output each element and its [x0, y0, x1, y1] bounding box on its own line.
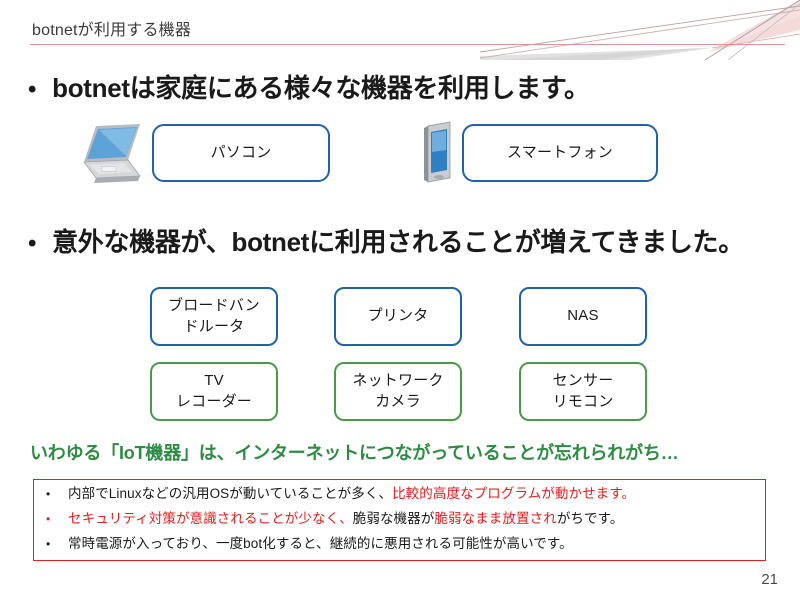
label-line-1: ブロードバン: [168, 297, 260, 315]
label-line-2: カメラ: [375, 392, 421, 410]
laptop-icon: [83, 124, 141, 183]
note-row: • 内部でLinuxなどの汎用OSが動いていることが多く、比較的高度なプログラム…: [34, 486, 765, 512]
note-segment: がちです。: [556, 511, 624, 526]
note-segment: 常時電源が入っており、一度bot化すると、継続的に悪用される可能性が高いです。: [68, 536, 573, 551]
bullet-marker-icon: •: [28, 230, 37, 257]
device-box-tv-recorder[interactable]: TV レコーダー: [150, 362, 278, 421]
device-box-network-camera-label: ネットワーク カメラ: [352, 371, 443, 412]
smartphone-icon: [424, 121, 451, 183]
label-line-2: リモコン: [552, 392, 614, 410]
label-line-2: ドルータ: [183, 317, 245, 335]
device-box-smartphone[interactable]: スマートフォン: [462, 124, 658, 182]
note-row: • 常時電源が入っており、一度bot化すると、継続的に悪用される可能性が高いです…: [34, 536, 765, 562]
note-row-text: 内部でLinuxなどの汎用OSが動いていることが多く、比較的高度なプログラムが動…: [68, 486, 636, 501]
note-bullet-marker-icon: •: [46, 487, 51, 501]
device-box-sensor-remote[interactable]: センサー リモコン: [519, 362, 647, 421]
main-bullet-1: • botnetは家庭にある様々な機器を利用します。: [28, 68, 590, 105]
note-segment: 脆弱な機器が: [352, 511, 435, 526]
main-bullet-1-text: botnetは家庭にある様々な機器を利用します。: [52, 73, 590, 103]
iot-emphasis-note: いわゆる「IoT機器」は、インターネットにつながっていることが忘れられがち…: [30, 443, 679, 463]
device-box-broadband-router[interactable]: ブロードバン ドルータ: [150, 287, 278, 346]
device-box-nas[interactable]: NAS: [519, 287, 647, 346]
device-box-broadband-router-label: ブロードバン ドルータ: [168, 296, 260, 337]
note-row-text: 常時電源が入っており、一度bot化すると、継続的に悪用される可能性が高いです。: [68, 536, 573, 551]
label-line-1: TV: [204, 372, 224, 390]
page-title: botnetが利用する機器: [32, 22, 192, 39]
note-segment: 脆弱なまま放置され: [434, 511, 557, 526]
device-box-pc-label: パソコン: [210, 143, 272, 161]
device-box-printer-label: プリンタ: [367, 307, 429, 325]
device-box-printer[interactable]: プリンタ: [334, 287, 462, 346]
device-box-nas-label: NAS: [567, 307, 599, 325]
note-row-text: セキュリティ対策が意識されることが少なく、脆弱な機器が脆弱なまま放置されがちです…: [68, 511, 624, 526]
main-bullet-2: • 意外な機器が、botnetに利用されることが増えてきました。: [28, 222, 744, 259]
corner-decoration-graphic: [480, 0, 800, 60]
main-bullet-2-text: 意外な機器が、botnetに利用されることが増えてきました。: [52, 227, 744, 257]
note-row: • セキュリティ対策が意識されることが少なく、脆弱な機器が脆弱なまま放置されがち…: [34, 511, 765, 537]
device-box-sensor-remote-label: センサー リモコン: [553, 371, 614, 412]
device-box-pc[interactable]: パソコン: [152, 124, 330, 182]
note-bullet-marker-icon: •: [46, 512, 51, 526]
device-box-tv-recorder-label: TV レコーダー: [176, 371, 252, 412]
label-line-1: ネットワーク: [352, 372, 444, 390]
note-segment: 内部でLinuxなどの汎用OSが動いていることが多く、: [68, 486, 393, 501]
page-number: 21: [761, 571, 778, 588]
note-bullet-marker-icon: •: [46, 537, 51, 551]
note-segment: 比較的高度なプログラムが動かせます。: [392, 486, 636, 501]
label-line-2: レコーダー: [175, 392, 252, 410]
note-segment: セキュリティ対策が意識されることが少なく、: [68, 511, 353, 526]
title-underline-rule: [30, 44, 785, 45]
note-box: • 内部でLinuxなどの汎用OSが動いていることが多く、比較的高度なプログラム…: [33, 479, 766, 561]
label-line-1: センサー: [552, 372, 614, 390]
device-box-smartphone-label: スマートフォン: [507, 143, 613, 161]
device-box-network-camera[interactable]: ネットワーク カメラ: [334, 362, 462, 421]
bullet-marker-icon: •: [28, 76, 37, 103]
